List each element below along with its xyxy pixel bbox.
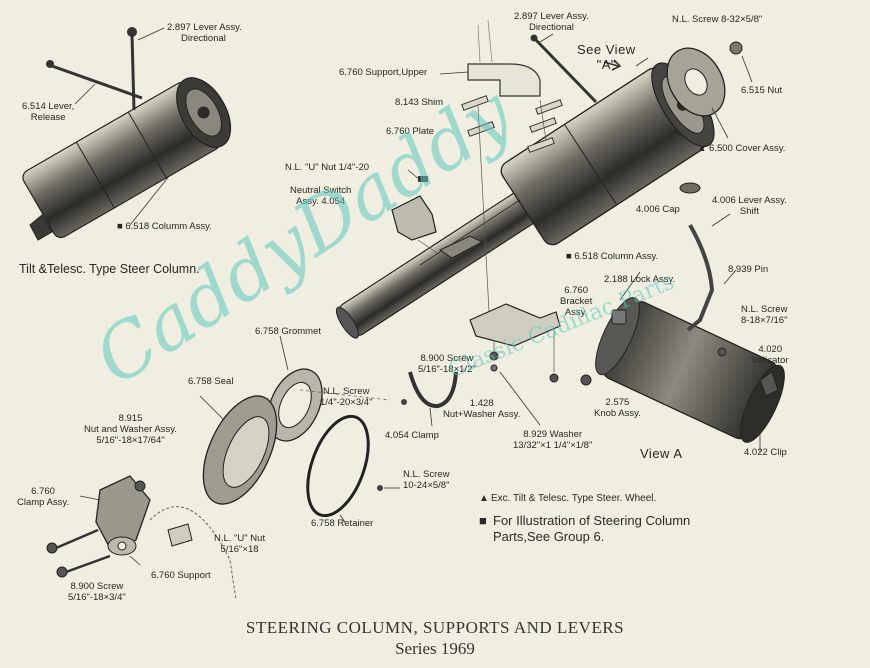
label-nl-u-nut-top: N.L. "U" Nut 1/4"-20	[285, 162, 370, 173]
label-support-6760: 6.760 Support	[151, 570, 211, 581]
label-cap-4006: 4.006 Cap	[636, 204, 680, 215]
label-washer-8929: 8.929 Washer 13/32"×1 1/4"×1/8"	[513, 429, 593, 451]
clamp-4054-drawing	[401, 371, 458, 427]
square-icon: ■	[479, 513, 487, 528]
label-lever-release: 6.514 Lever, Release	[22, 101, 75, 123]
tilt-column-drawing	[22, 27, 232, 241]
label-clip-4022: 4.022 Clip	[744, 447, 787, 458]
label-nl-u-nut-lower: N.L. "U" Nut 5/16"×18	[214, 533, 266, 555]
label-column-assy-right: ■ 6.518 Column Assy.	[566, 251, 659, 262]
label-nut-6515: 6.515 Nut	[741, 85, 783, 96]
note-illustration: ■For Illustration of Steering Column Par…	[479, 513, 691, 544]
label-grommet: 6.758 Grommet	[255, 326, 321, 337]
triangle-icon: ▲	[479, 493, 489, 504]
view-a-caption: View A	[640, 446, 683, 461]
tilt-column-caption: Tilt &Telesc. Type Steer Column.	[19, 262, 200, 276]
label-clamp-4054: 4.054 Clamp	[385, 430, 439, 441]
label-indicator: 4.020 Indicator	[752, 344, 789, 366]
label-neutral-switch: Neutral Switch Assy. 4.054	[290, 185, 352, 207]
label-seal: 6.758 Seal	[188, 376, 234, 387]
label-support-upper: 6.760 Support,Upper	[339, 67, 428, 78]
label-pin: 8.939 Pin	[728, 264, 769, 275]
grommet-seal-retainer-drawing	[199, 335, 400, 523]
label-lock-assy: 2.188 Lock Assy.	[604, 274, 676, 285]
label-cover-assy: ▲ 6.500 Cover Assy.	[697, 143, 786, 154]
view-a-drawing	[580, 182, 785, 452]
label-nl-screw-top: N.L. Screw 8-32×5/8"	[672, 14, 763, 25]
lower-clamp-support-drawing	[46, 475, 237, 601]
label-bracket-assy: 6.760 Bracket Assy.	[560, 285, 593, 318]
label-shim: 8.143 Shim	[395, 97, 444, 108]
label-lever-assy-shift: 4.006 Lever Assy. Shift	[712, 195, 787, 217]
label-nl-screw-right: N.L. Screw 8-18×7/16"	[741, 304, 788, 326]
label-see-view-a: See View "A"	[577, 42, 636, 72]
label-nl-screw-lower: N.L. Screw 10-24×5/8"	[403, 469, 450, 491]
label-lever-assy-directional-right: 2.897 Lever Assy. Directional	[514, 11, 589, 33]
label-retainer: 6.758 Retainer	[311, 518, 374, 529]
page-title: STEERING COLUMN, SUPPORTS AND LEVERS	[245, 618, 625, 637]
label-clamp-assy-6760: 6.760 Clamp Assy.	[17, 486, 70, 508]
page-subtitle-series: Series 1969	[395, 639, 475, 658]
label-knob-assy: 2.575 Knob Assy.	[594, 397, 641, 419]
label-plate: 6.760 Plate	[386, 126, 435, 137]
right-lever-and-cover-drawing	[530, 33, 753, 139]
label-nut-washer-8915: 8.915 Nut and Washer Assy. 5/16"-18×17/6…	[84, 413, 177, 446]
bracket-drawing	[469, 303, 561, 426]
label-nl-screw-mid: N.L. Screw 1/4"-20×3/4"	[320, 386, 373, 408]
label-nut-washer-1428: 1.428 Nut+Washer Assy.	[443, 398, 521, 420]
label-screw-8900-mid: 8.900 Screw 5/16"-18×1/2"	[418, 353, 476, 375]
label-screw-8900-low: 8.900 Screw 5/16"-18×3/4"	[68, 581, 126, 603]
upper-support-drawing	[439, 19, 563, 331]
neutral-switch-drawing	[391, 169, 484, 259]
note-exc-tilt: ▲Exc. Tilt & Telesc. Type Steer. Wheel.	[479, 493, 657, 504]
label-column-assy-left: ■ 6.518 Columm Assy.	[117, 221, 212, 232]
label-lever-assy-directional-left: 2.897 Lever Assy. Directional	[167, 22, 242, 44]
